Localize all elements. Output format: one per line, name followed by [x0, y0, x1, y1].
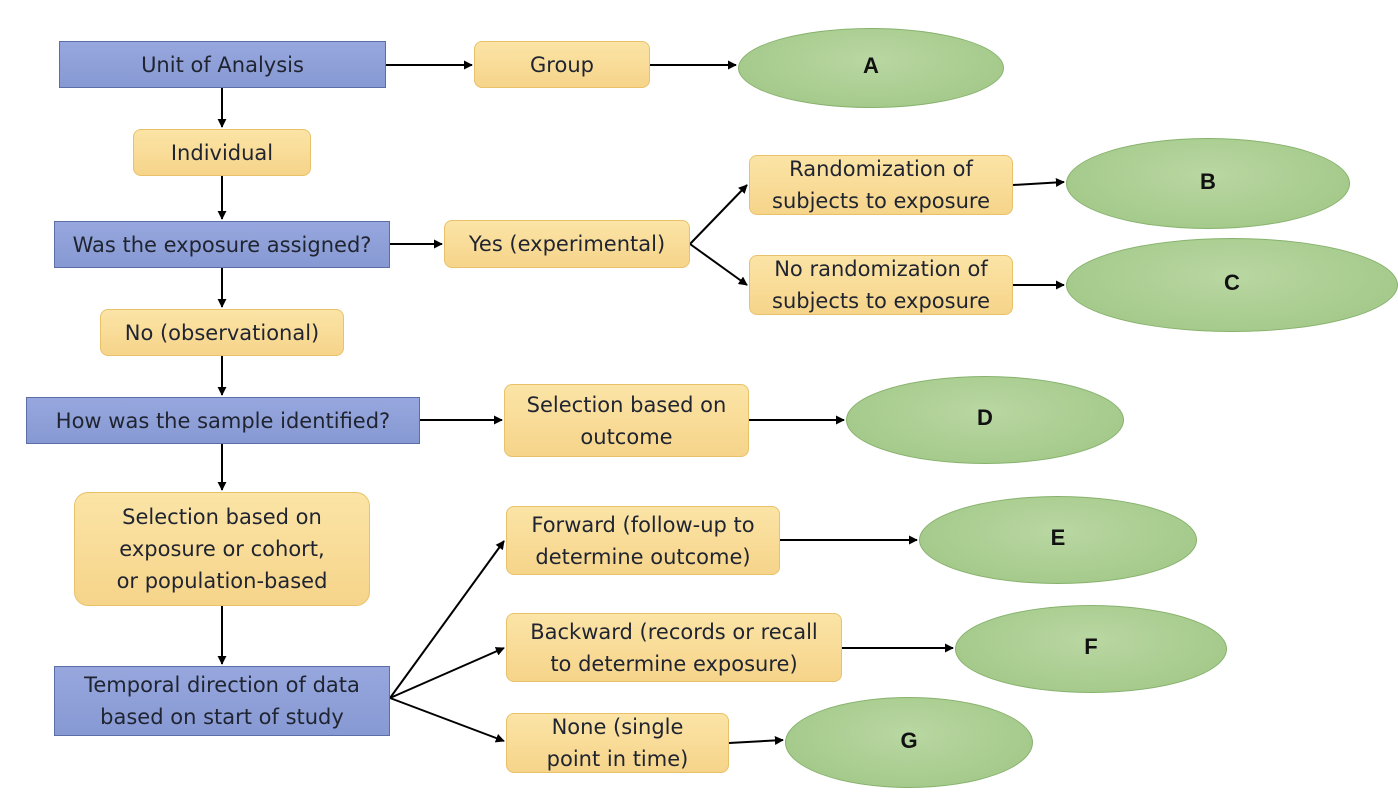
yes-experimental-box: Yes (experimental) — [444, 220, 690, 268]
result-c-ellipse: C — [1066, 238, 1398, 332]
unit-of-analysis-box: Unit of Analysis — [59, 41, 386, 88]
backward-box: Backward (records or recall to determine… — [506, 613, 842, 682]
result-f-ellipse: F — [955, 605, 1227, 693]
arrow-temporal-to-none — [389, 697, 505, 743]
result-g-ellipse: G — [785, 697, 1033, 788]
temporal-direction-box: Temporal direction of data based on star… — [54, 666, 390, 736]
sample-identified-box: How was the sample identified? — [26, 397, 420, 444]
group-box: Group — [474, 41, 650, 88]
selection-exposure-box: Selection based on exposure or cohort, o… — [74, 492, 370, 606]
individual-box: Individual — [133, 129, 311, 176]
forward-box: Forward (follow-up to determine outcome) — [506, 506, 780, 575]
none-single-point-box: None (single point in time) — [506, 713, 729, 773]
arrow-temporal-to-forward — [389, 540, 505, 699]
arrow-randomized-to-b — [1012, 177, 1065, 187]
arrow-temporal-to-backward — [389, 647, 505, 699]
no-observational-box: No (observational) — [100, 309, 344, 356]
result-d-ellipse: D — [846, 376, 1124, 464]
arrow-yes-to-not-randomized — [689, 243, 748, 286]
result-b-ellipse: B — [1066, 138, 1350, 229]
no-randomization-box: No randomization of subjects to exposure — [749, 255, 1013, 315]
arrow-yes-to-randomized — [689, 184, 748, 245]
result-a-ellipse: A — [738, 28, 1004, 108]
arrow-none-to-g — [728, 735, 784, 745]
randomization-box: Randomization of subjects to exposure — [749, 155, 1013, 215]
exposure-assigned-box: Was the exposure assigned? — [54, 221, 390, 268]
result-e-ellipse: E — [919, 496, 1197, 584]
selection-outcome-box: Selection based on outcome — [504, 384, 749, 457]
